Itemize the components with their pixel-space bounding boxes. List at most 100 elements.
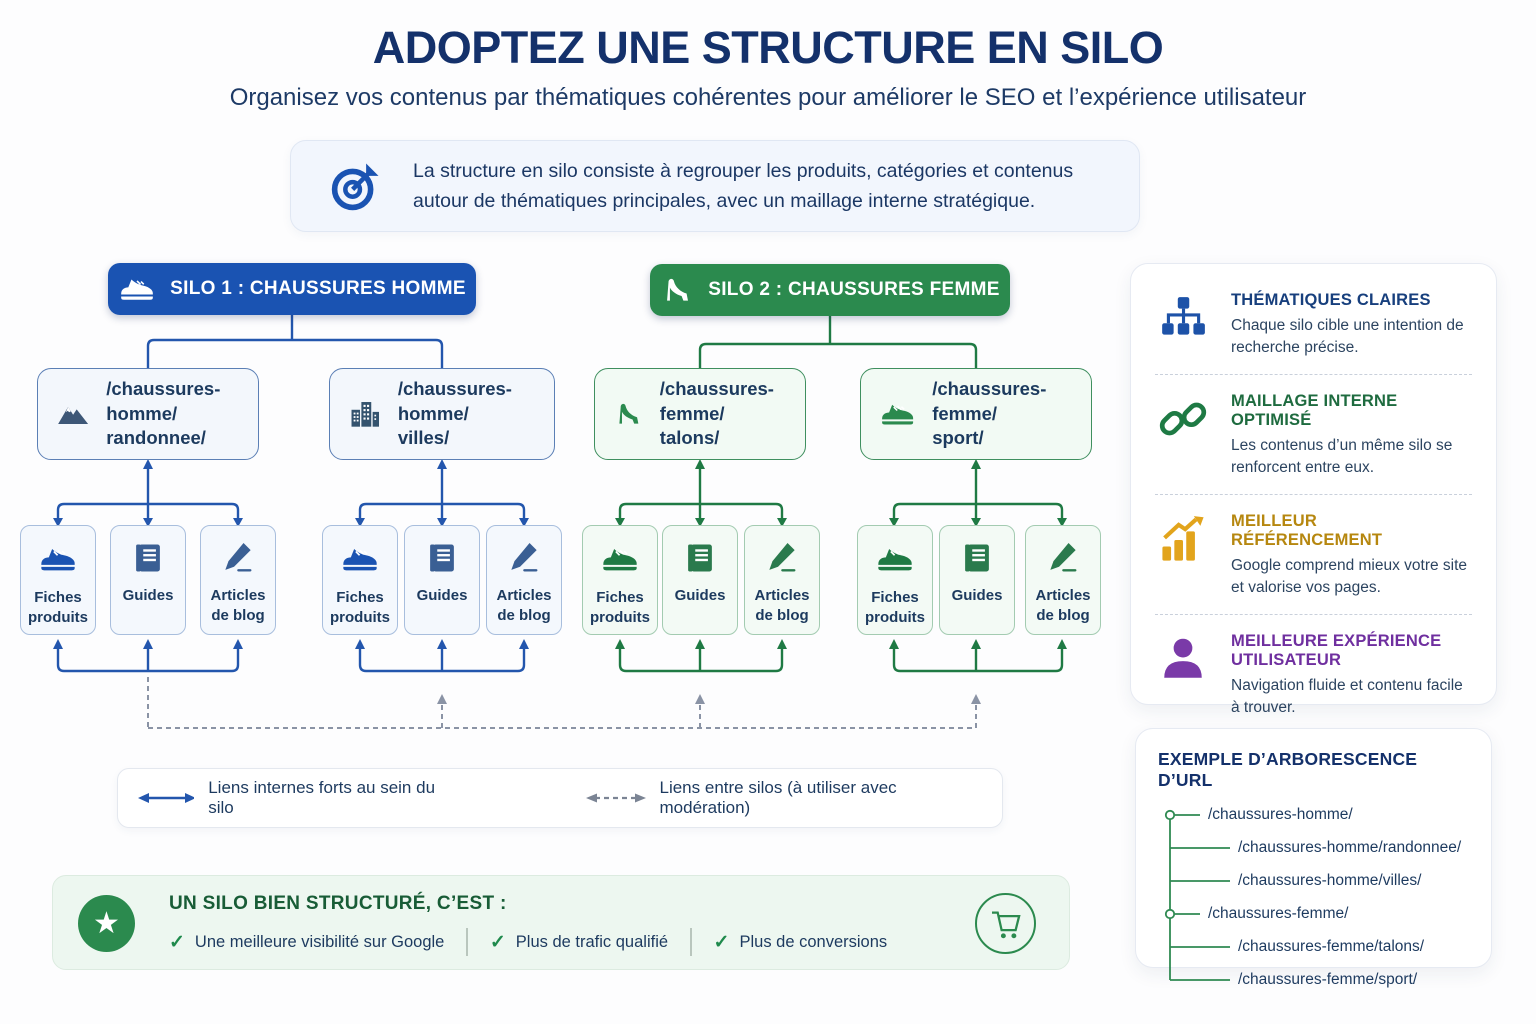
leaf-label: Guides xyxy=(951,587,1003,604)
leaf-label: de blog xyxy=(497,607,551,625)
leaf-label: Guides xyxy=(122,587,174,604)
category-card-sport: /chaussures-femme/sport/ xyxy=(860,368,1092,460)
sneaker-icon xyxy=(118,270,156,308)
url-tree-panel: EXEMPLE D’ARBORESCENCE D’URL /chaussures… xyxy=(1135,728,1492,988)
book-icon xyxy=(681,539,719,577)
mountain-icon xyxy=(56,391,90,437)
target-icon xyxy=(329,159,383,213)
benefit-experience: MEILLEURE EXPÉRIENCE UTILISATEUR Navigat… xyxy=(1155,614,1472,734)
leaf-label: Fiches xyxy=(596,589,644,606)
leaf-label: Fiches xyxy=(336,589,384,606)
page-subtitle: Organisez vos contenus par thématiques c… xyxy=(229,84,1307,111)
leaf-label: produits xyxy=(330,609,390,627)
silo-1-header: SILO 1 : CHAUSSURES HOMME xyxy=(108,263,476,315)
intro-card: La structure en silo consiste à regroupe… xyxy=(290,140,1140,232)
leaf-card-fiches-produits: Fiches produits xyxy=(857,525,933,635)
category-card-talons: /chaussures-femme/talons/ xyxy=(594,368,806,460)
leaf-card-articles-blog: Articles de blog xyxy=(1025,525,1101,635)
summary-banner: ★ UN SILO BIEN STRUCTURÉ, C’EST : ✓ Une … xyxy=(52,875,1070,970)
benefit-text: Google comprend mieux votre site et valo… xyxy=(1231,557,1468,596)
silo-2-label: SILO 2 : CHAUSSURES FEMME xyxy=(708,279,1000,300)
leaf-label: Guides xyxy=(674,587,726,604)
leaf-label: Articles xyxy=(210,587,266,604)
sneaker-icon xyxy=(879,391,916,437)
benefit-heading: MEILLEURE EXPÉRIENCE UTILISATEUR xyxy=(1231,632,1442,669)
url-tree-item: /chaussures-homme/randonnee/ xyxy=(1238,839,1462,856)
leaf-card-guides: Guides xyxy=(110,525,186,635)
benefits-panel: THÉMATIQUES CLAIRES Chaque silo cible un… xyxy=(1130,263,1497,716)
link-icon xyxy=(1155,394,1211,444)
url-tree-item: /chaussures-femme/ xyxy=(1208,905,1349,922)
url-tree-item: /chaussures-femme/sport/ xyxy=(1238,971,1418,988)
leaf-label: de blog xyxy=(211,607,265,625)
benefit-heading: THÉMATIQUES CLAIRES xyxy=(1231,291,1431,309)
leaf-label: de blog xyxy=(755,607,809,625)
dashed-arrow-icon xyxy=(586,793,646,803)
book-icon xyxy=(129,539,167,577)
sitemap-icon xyxy=(1155,293,1211,343)
sneaker-icon xyxy=(38,539,78,579)
leaf-card-fiches-produits: Fiches produits xyxy=(20,525,96,635)
benefit-text: Les contenus d’un même silo se renforcen… xyxy=(1231,437,1453,476)
benefit-maillage: MAILLAGE INTERNE OPTIMISÉ Les contenus d… xyxy=(1155,374,1472,494)
leaf-label: Guides xyxy=(416,587,468,604)
leaf-label: Fiches xyxy=(34,589,82,606)
sneaker-icon xyxy=(600,539,640,579)
sneaker-icon xyxy=(875,539,915,579)
leaf-card-articles-blog: Articles de blog xyxy=(200,525,276,635)
category-url: /chaussures-femme/ xyxy=(932,377,1047,424)
legend-box: Liens internes forts au sein du silo Lie… xyxy=(117,768,1003,828)
leaf-card-guides: Guides xyxy=(939,525,1015,635)
category-url: /chaussures-femme/ xyxy=(659,377,774,424)
check-label: Plus de trafic qualifié xyxy=(515,932,669,951)
check-item: ✓ Une meilleure visibilité sur Google xyxy=(169,931,444,954)
category-url: /chaussures-homme/ xyxy=(397,377,512,424)
legend-label: Liens entre silos (à utiliser avec modér… xyxy=(659,778,897,817)
star-glyph: ★ xyxy=(93,907,120,940)
intro-text: La structure en silo consiste à regroupe… xyxy=(413,159,1074,212)
category-url: villes/ xyxy=(397,427,450,449)
url-tree-item: /chaussures-homme/ xyxy=(1208,806,1353,823)
leaf-card-articles-blog: Articles de blog xyxy=(486,525,562,635)
benefit-thematiques: THÉMATIQUES CLAIRES Chaque silo cible un… xyxy=(1155,274,1472,374)
leaf-card-articles-blog: Articles de blog xyxy=(744,525,820,635)
silo-1-label: SILO 1 : CHAUSSURES HOMME xyxy=(170,278,466,299)
leaf-card-guides: Guides xyxy=(404,525,480,635)
category-url: /chaussures-homme/ xyxy=(106,377,221,424)
leaf-label: Articles xyxy=(1035,587,1091,604)
silo-2-header: SILO 2 : CHAUSSURES FEMME xyxy=(650,264,1010,316)
divider xyxy=(690,928,692,956)
check-label: Une meilleure visibilité sur Google xyxy=(194,932,445,951)
category-card-villes: /chaussures-homme/villes/ xyxy=(329,368,555,460)
benefit-text: Navigation fluide et contenu facile à tr… xyxy=(1231,677,1463,716)
url-tree: /chaussures-homme/ /chaussures-homme/ran… xyxy=(1158,805,1469,995)
heel-icon xyxy=(613,393,644,435)
benefit-heading: MEILLEUR RÉFÉRENCEMENT xyxy=(1231,512,1383,549)
divider xyxy=(466,928,468,956)
leaf-label: Fiches xyxy=(871,589,919,606)
leaf-label: produits xyxy=(590,609,650,627)
tree-lines xyxy=(1164,809,1230,981)
check-label: Plus de conversions xyxy=(739,932,888,951)
solid-arrow-icon xyxy=(138,793,195,803)
leaf-card-fiches-produits: Fiches produits xyxy=(322,525,398,635)
legend-item-solid: Liens internes forts au sein du silo xyxy=(138,778,457,818)
check-item: ✓ Plus de conversions xyxy=(714,931,888,954)
leaf-label: Articles xyxy=(754,587,810,604)
user-icon xyxy=(1155,634,1211,684)
legend-label: Liens internes forts au sein du silo xyxy=(208,778,436,817)
pencil-icon xyxy=(763,539,801,577)
pencil-icon xyxy=(1044,539,1082,577)
check-icon: ✓ xyxy=(489,931,506,953)
heel-icon xyxy=(660,273,694,307)
url-tree-title: EXEMPLE D’ARBORESCENCE D’URL xyxy=(1158,749,1418,790)
summary-title: UN SILO BIEN STRUCTURÉ, C’EST : xyxy=(169,893,507,914)
leaf-card-guides: Guides xyxy=(662,525,738,635)
buildings-icon xyxy=(348,392,382,436)
book-icon xyxy=(423,539,461,577)
benefit-referencement: MEILLEUR RÉFÉRENCEMENT Google comprend m… xyxy=(1155,494,1472,614)
category-card-randonnee: /chaussures-homme/randonnee/ xyxy=(37,368,259,460)
sneaker-icon xyxy=(340,539,380,579)
leaf-card-fiches-produits: Fiches produits xyxy=(582,525,658,635)
